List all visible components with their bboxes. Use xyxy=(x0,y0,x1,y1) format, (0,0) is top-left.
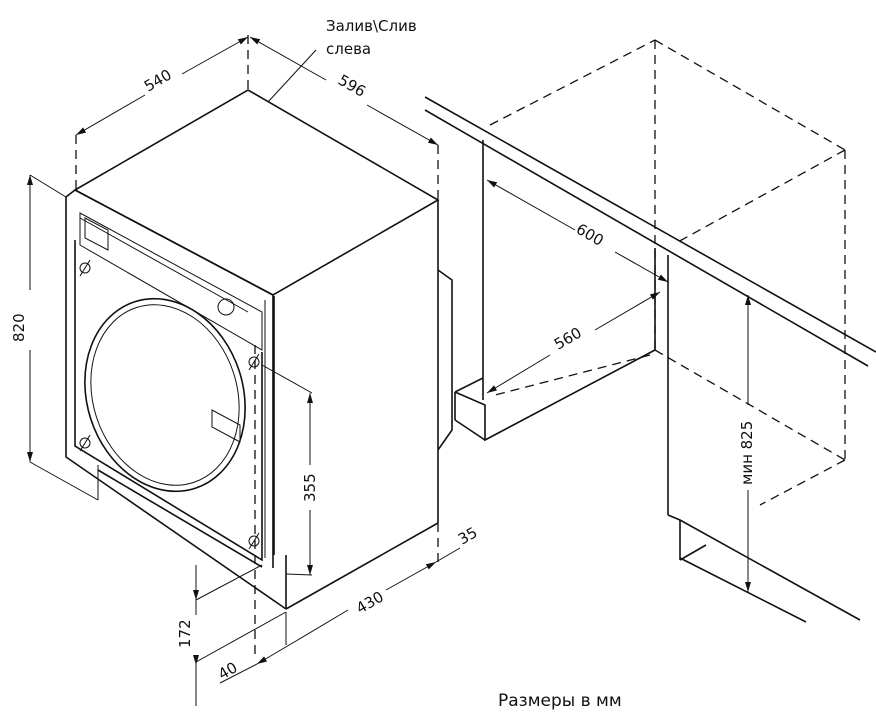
dim-niche-depth: 560 xyxy=(551,324,585,354)
dim-base-width: 430 xyxy=(353,588,387,618)
note-line-1: Залив\Слив xyxy=(326,17,417,35)
dim-door-height: 355 xyxy=(301,473,319,502)
dim-height: 820 xyxy=(10,313,28,342)
machine-top xyxy=(73,89,440,296)
door xyxy=(84,297,246,493)
washing-machine xyxy=(65,89,453,660)
dim-side-offset: 35 xyxy=(455,523,481,548)
door-handle xyxy=(211,409,241,443)
dim-plinth-height: 172 xyxy=(176,619,194,648)
dim-width-top: 596 xyxy=(335,71,369,101)
machine-dimensions xyxy=(27,35,461,706)
note-line-2: слева xyxy=(326,40,371,58)
dim-niche-width: 600 xyxy=(573,220,607,250)
cabinet-niche xyxy=(424,39,876,623)
mount-screw-icons xyxy=(79,259,260,550)
display xyxy=(84,217,109,251)
dim-niche-height: мин 825 xyxy=(738,421,756,485)
program-knob xyxy=(217,298,235,316)
dim-depth-top: 540 xyxy=(141,66,175,96)
caption: Размеры в мм xyxy=(498,691,622,711)
dim-plinth-offset: 40 xyxy=(215,658,241,683)
